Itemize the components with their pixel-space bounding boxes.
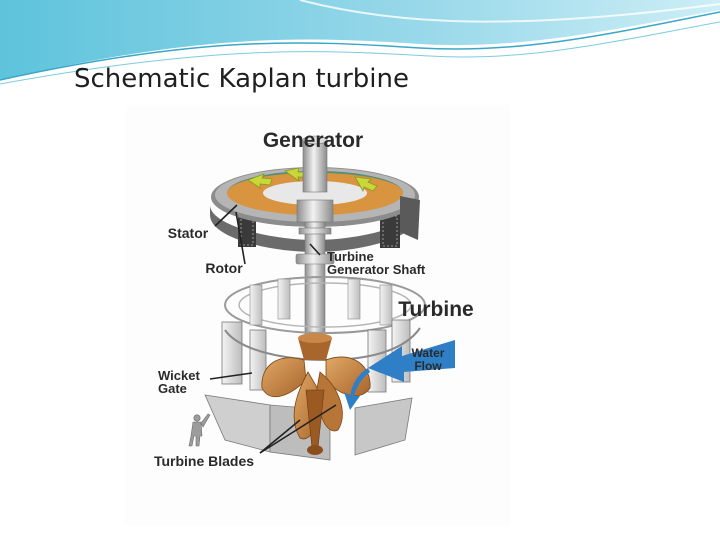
turbine-runner bbox=[261, 333, 371, 455]
generator-label: Generator bbox=[263, 129, 363, 152]
rotor-label: Rotor bbox=[205, 260, 243, 276]
wicket-gate-label-line1: Wicket bbox=[158, 368, 200, 383]
leader-lines bbox=[209, 204, 337, 454]
turbine-generator-shaft bbox=[295, 135, 335, 348]
water-flow-arrow: Water Flow bbox=[344, 340, 455, 410]
turbine-shaft-label-line2: Generator Shaft bbox=[327, 262, 426, 277]
stator-label: Stator bbox=[168, 225, 209, 241]
wicket-gate-label-line2: Gate bbox=[158, 381, 187, 396]
stator-coils bbox=[238, 214, 400, 248]
generator-assembly bbox=[210, 167, 420, 252]
water-flow-label-line2: Flow bbox=[414, 359, 442, 373]
turbine-blades-label: Turbine Blades bbox=[154, 453, 254, 469]
turbine-label: Turbine bbox=[398, 298, 473, 321]
person-scale-icon bbox=[188, 413, 211, 447]
turbine-shaft-label-line1: Turbine bbox=[327, 249, 374, 264]
water-flow-label-line1: Water bbox=[412, 346, 445, 360]
slide-title: Schematic Kaplan turbine bbox=[74, 64, 410, 94]
rotation-arrows bbox=[247, 167, 378, 193]
header-wave-decoration bbox=[0, 0, 720, 85]
